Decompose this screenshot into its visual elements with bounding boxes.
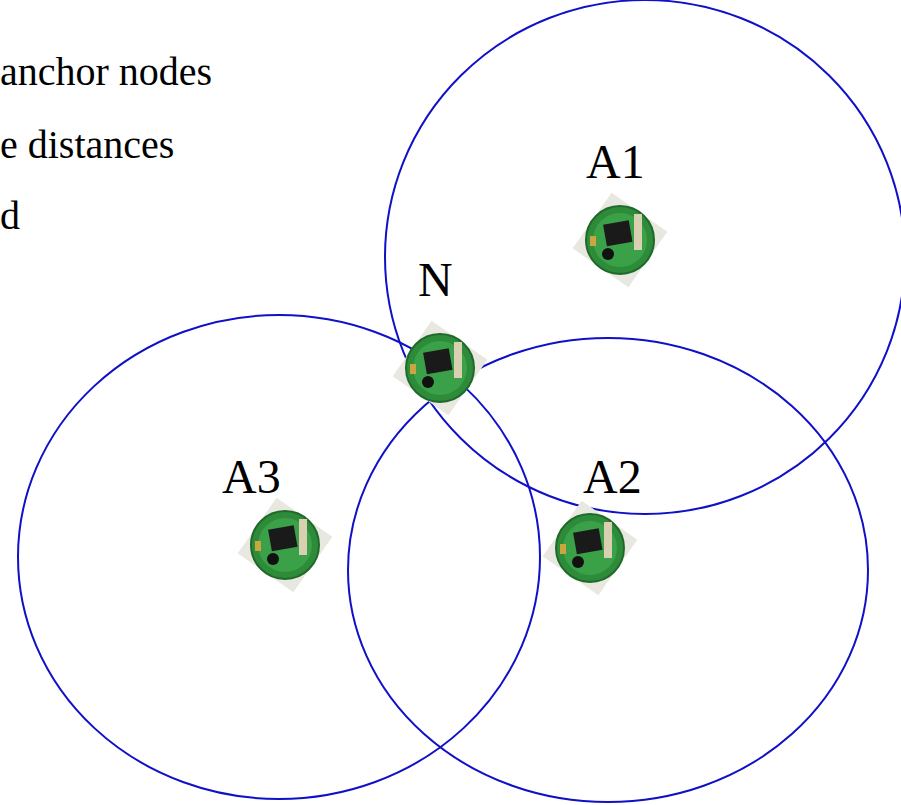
node-label: N bbox=[418, 256, 453, 304]
sensor-mote bbox=[543, 501, 638, 596]
range-circle bbox=[385, 0, 901, 514]
slide-text: anchor nodes bbox=[0, 52, 212, 92]
range-circle bbox=[348, 338, 868, 802]
sensor-mote bbox=[573, 193, 668, 288]
sensor-mote bbox=[393, 321, 488, 416]
range-circle bbox=[18, 315, 540, 799]
slide-text: d bbox=[0, 196, 20, 236]
node-label: A1 bbox=[586, 138, 645, 186]
slide-text: e distances bbox=[0, 125, 174, 165]
sensor-mote bbox=[238, 498, 333, 593]
node-label: A3 bbox=[222, 453, 281, 501]
node-label: A2 bbox=[583, 453, 642, 501]
